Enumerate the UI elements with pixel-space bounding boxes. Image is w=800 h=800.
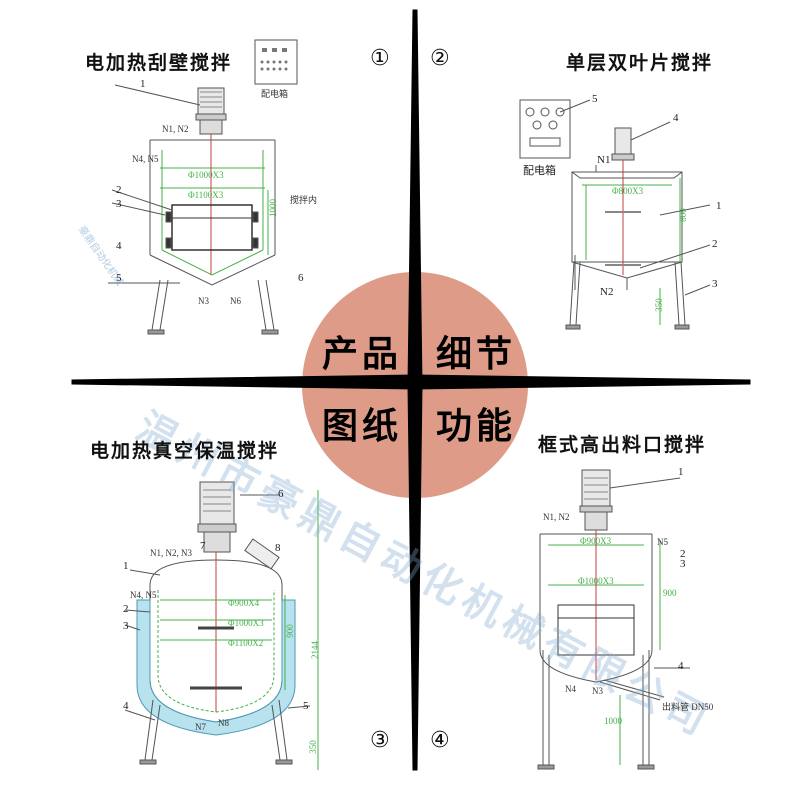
panel3-motor [199, 481, 235, 525]
panel4-nozzle-n5: N5 [657, 537, 668, 547]
panel2-title: 单层双叶片搅拌 [566, 52, 714, 74]
panel3-dim-leg: 350 [307, 740, 318, 754]
panel2-label-1: 1 [716, 200, 722, 212]
panel3-label-8: 8 [275, 542, 281, 554]
panel4-dim-height: 900 [663, 588, 677, 598]
panel1-nozzle-n4n5: N4, N5 [132, 154, 159, 164]
cross-divider [71, 9, 751, 771]
panel4-label-3: 3 [680, 558, 686, 570]
panel4-dim-inner: Φ900X3 [580, 536, 612, 546]
panel2-box-label: 配电箱 [523, 165, 556, 177]
panel4-number: ④ [430, 728, 450, 753]
panel1-nozzle-n6: N6 [230, 296, 241, 306]
panel2-nozzle-n1: N1 [597, 154, 611, 166]
panel1-label-4: 4 [116, 240, 122, 252]
panel4-dim-outer: Φ1000X3 [578, 576, 614, 586]
panel2-motor [614, 127, 632, 155]
panel4-motor [581, 469, 611, 507]
panel2-dim-leg: 350 [653, 298, 664, 312]
panel2-label-2: 2 [712, 238, 718, 250]
panel3-label-1: 1 [123, 560, 129, 572]
panel1-nozzle-n3: N3 [198, 296, 209, 306]
panel3-dim-height: 900 [284, 624, 295, 638]
panel3-label-7: 7 [200, 540, 206, 552]
panel1-control-box [254, 39, 298, 85]
panel1-label-3: 3 [116, 198, 122, 210]
panel4-tank-drawing [537, 469, 690, 770]
panel2-tank-drawing [519, 99, 711, 330]
panel3-number: ③ [370, 728, 390, 753]
panel4-outlet-note: 出料管 DN50 [662, 702, 714, 712]
panel4-nozzle-n1n2: N1, N2 [543, 512, 570, 522]
panel2-dim-height: 800 [677, 208, 688, 222]
panel1-title: 电加热刮壁搅拌 [85, 52, 233, 74]
panel2-label-4: 4 [673, 112, 679, 124]
panel2-label-3: 3 [712, 278, 718, 290]
panel3-tank-drawing [124, 481, 319, 770]
panel3-dim-middle: Φ1000X3 [228, 618, 264, 628]
panel3-label-3: 3 [123, 620, 129, 632]
panel4-label-4: 4 [678, 660, 684, 672]
panel4-dim-leg: 1000 [604, 716, 622, 726]
panel3-dim-inner: Φ900X4 [228, 598, 260, 608]
panel1-nozzle-n1n2: N1, N2 [162, 124, 189, 134]
panel2-nozzle-n2: N2 [600, 286, 614, 298]
panel2-label-5: 5 [592, 93, 598, 105]
panel2-number: ② [430, 46, 450, 71]
panel3-title: 电加热真空保温搅拌 [90, 440, 280, 462]
panel4-nozzle-n3: N3 [592, 686, 603, 696]
panel4-label-1: 1 [678, 466, 684, 478]
panel3-label-2: 2 [123, 603, 129, 615]
panel3-nozzle-n7: N7 [195, 722, 206, 732]
panel1-dim-note: 搅拌内 [290, 195, 318, 205]
center-word-detail: 细节 [436, 334, 517, 375]
panel3-nozzle-n1n2n3: N1, N2, N3 [150, 548, 192, 558]
panel1-tank-drawing [108, 39, 298, 335]
center-word-product: 产品 [322, 334, 403, 375]
panel1-dim-outer: Φ1100X3 [188, 190, 224, 200]
panel1-dim-inner: Φ1000X3 [188, 170, 224, 180]
panel1-label-2: 2 [116, 184, 122, 196]
panel3-dim-outer: Φ1100X2 [228, 638, 264, 648]
panel4-title: 框式高出料口搅拌 [538, 434, 707, 456]
center-word-function: 功能 [436, 406, 517, 447]
panel3-label-4: 4 [123, 700, 129, 712]
panel1-label-1: 1 [140, 78, 146, 90]
panel1-label-6: 6 [298, 272, 304, 284]
panel3-label-6: 6 [278, 488, 284, 500]
panel1-label-5: 5 [116, 272, 122, 284]
panel3-nozzle-n8: N8 [218, 718, 229, 728]
center-word-drawing: 图纸 [322, 406, 403, 447]
panel1-box-label: 配电箱 [261, 89, 289, 99]
panel4-nozzle-n4: N4 [565, 684, 576, 694]
panel3-nozzle-n4n5: N4, N5 [130, 590, 157, 600]
panel3-dim-total: 2144 [310, 641, 320, 659]
panel4-label-2: 2 [680, 548, 686, 560]
panel3-label-5: 5 [303, 700, 309, 712]
panel1-dim-height: 1000 [268, 199, 278, 217]
panel1-number: ① [370, 46, 390, 71]
panel2-dim-diameter: Φ800X3 [612, 186, 644, 196]
panel2-control-box [519, 99, 571, 159]
